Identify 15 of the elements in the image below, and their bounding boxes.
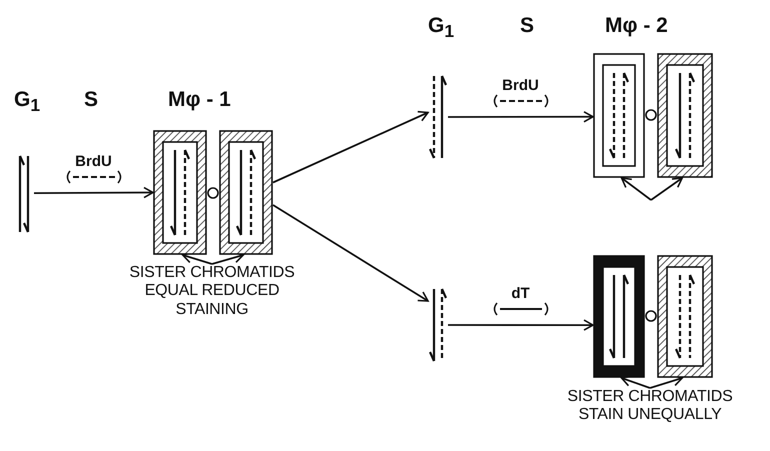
leader-arrow — [620, 177, 652, 201]
arrow — [34, 186, 154, 198]
phase-label: S — [84, 88, 98, 112]
caption: SISTER CHROMATIDS STAIN UNEQUALLY — [560, 388, 740, 425]
arrow — [448, 110, 594, 123]
phase-label: S — [520, 14, 534, 38]
leader-arrow — [650, 177, 683, 201]
arrow — [272, 110, 429, 184]
arrow — [448, 319, 594, 331]
phase-label: Mφ - 1 — [168, 88, 231, 112]
phase-label: G$_{1}$ — [428, 14, 454, 42]
phase-label: Mφ - 2 — [605, 14, 668, 38]
arrow — [272, 204, 429, 302]
phase-label: G$_{1}$ — [14, 88, 40, 116]
caption: SISTER CHROMATIDS EQUAL REDUCED STAINING — [122, 264, 302, 320]
